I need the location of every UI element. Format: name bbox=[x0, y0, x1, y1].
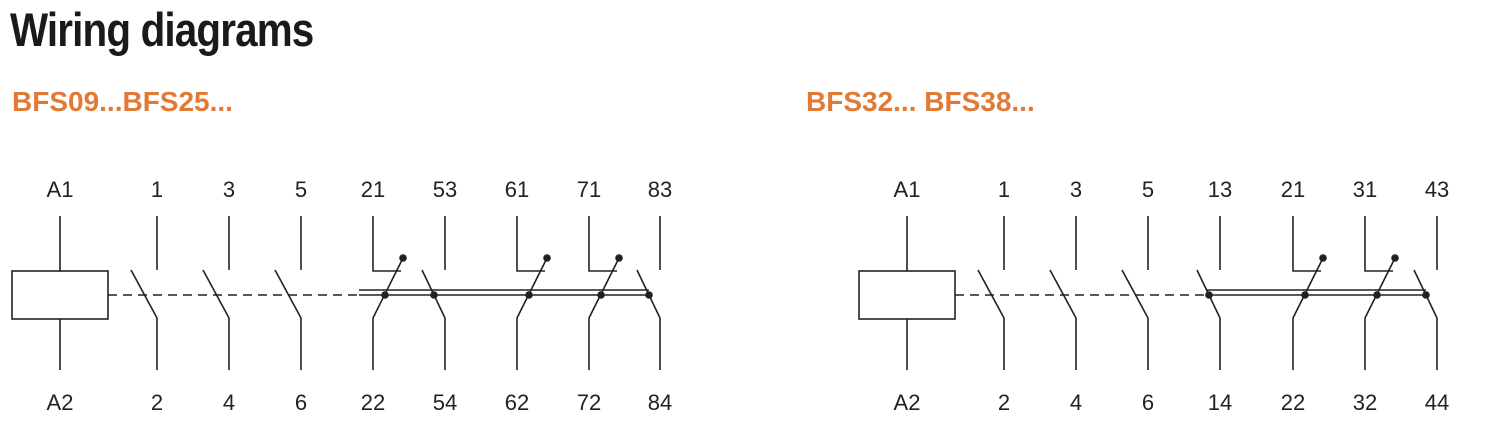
page-title: Wiring diagrams bbox=[10, 3, 314, 56]
contact-blade bbox=[202, 269, 230, 319]
contact-blade bbox=[1292, 257, 1324, 319]
link-point-dot bbox=[525, 291, 533, 299]
contact-31-32: 31 32 bbox=[1353, 177, 1399, 415]
contact-53-54: 53 54 bbox=[421, 177, 457, 415]
contact-83-84: 83 84 bbox=[636, 177, 672, 415]
contact-3-4: 34 bbox=[202, 177, 235, 415]
terminal-label-53: 53 bbox=[433, 177, 457, 202]
terminal-label-6: 6 bbox=[295, 390, 307, 415]
contact-1-2: 12 bbox=[977, 177, 1010, 415]
coil-bottom-terminal-label: A2 bbox=[47, 390, 74, 415]
diagram-b-subtitle: BFS32... BFS38... bbox=[806, 86, 1035, 117]
contact-blade bbox=[274, 269, 302, 319]
terminal-label-72: 72 bbox=[577, 390, 601, 415]
coil-top-terminal-label: A1 bbox=[894, 177, 921, 202]
contact-blade bbox=[372, 257, 404, 319]
contact-43-44: 43 44 bbox=[1413, 177, 1449, 415]
contact-top-wire-hook bbox=[588, 216, 617, 272]
contact-blade bbox=[516, 257, 548, 319]
terminal-label-3: 3 bbox=[1070, 177, 1082, 202]
link-point-dot bbox=[597, 291, 605, 299]
terminal-label-21: 21 bbox=[1281, 177, 1305, 202]
contact-5-6: 56 bbox=[1121, 177, 1154, 415]
terminal-label-21: 21 bbox=[361, 177, 385, 202]
terminal-label-3: 3 bbox=[223, 177, 235, 202]
contact-71-72: 71 72 bbox=[577, 177, 623, 415]
terminal-label-62: 62 bbox=[505, 390, 529, 415]
terminal-label-22: 22 bbox=[1281, 390, 1305, 415]
contact-3-4: 34 bbox=[1049, 177, 1082, 415]
terminal-label-1: 1 bbox=[151, 177, 163, 202]
terminal-label-43: 43 bbox=[1425, 177, 1449, 202]
terminal-label-14: 14 bbox=[1208, 390, 1232, 415]
terminal-label-54: 54 bbox=[433, 390, 457, 415]
link-point-dot bbox=[1301, 291, 1309, 299]
diagram-a-subtitle: BFS09...BFS25... bbox=[12, 86, 233, 117]
contact-61-62: 61 62 bbox=[505, 177, 551, 415]
contact-blade bbox=[588, 257, 620, 319]
contact-blade bbox=[1121, 269, 1149, 319]
terminal-label-13: 13 bbox=[1208, 177, 1232, 202]
coil-symbol bbox=[858, 270, 956, 320]
link-point-dot bbox=[1205, 291, 1213, 299]
blade-tip-dot bbox=[399, 254, 407, 262]
terminal-label-83: 83 bbox=[648, 177, 672, 202]
terminal-label-6: 6 bbox=[1142, 390, 1154, 415]
blade-tip-dot bbox=[543, 254, 551, 262]
link-point-dot bbox=[1373, 291, 1381, 299]
terminal-label-32: 32 bbox=[1353, 390, 1377, 415]
link-point-dot bbox=[1422, 291, 1430, 299]
terminal-label-5: 5 bbox=[1142, 177, 1154, 202]
contact-blade bbox=[1049, 269, 1077, 319]
contact-top-wire-hook bbox=[1364, 216, 1393, 272]
link-point-dot bbox=[645, 291, 653, 299]
terminal-label-5: 5 bbox=[295, 177, 307, 202]
terminal-label-2: 2 bbox=[998, 390, 1010, 415]
terminal-label-44: 44 bbox=[1425, 390, 1449, 415]
contact-21-22: 21 22 bbox=[361, 177, 407, 415]
contact-blade bbox=[1364, 257, 1396, 319]
contact-top-wire-hook bbox=[516, 216, 545, 272]
contact-21-22: 21 22 bbox=[1281, 177, 1327, 415]
terminal-label-4: 4 bbox=[223, 390, 235, 415]
terminal-label-2: 2 bbox=[151, 390, 163, 415]
blade-tip-dot bbox=[1319, 254, 1327, 262]
terminal-label-61: 61 bbox=[505, 177, 529, 202]
contact-13-14: 13 14 bbox=[1196, 177, 1232, 415]
contact-1-2: 12 bbox=[130, 177, 163, 415]
coil-symbol bbox=[11, 270, 109, 320]
contact-top-wire-hook bbox=[372, 216, 401, 272]
coil-top-terminal-label: A1 bbox=[47, 177, 74, 202]
terminal-label-84: 84 bbox=[648, 390, 672, 415]
link-point-dot bbox=[430, 291, 438, 299]
blade-tip-dot bbox=[1391, 254, 1399, 262]
terminal-label-31: 31 bbox=[1353, 177, 1377, 202]
contact-top-wire-hook bbox=[1292, 216, 1321, 272]
blade-tip-dot bbox=[615, 254, 623, 262]
terminal-label-1: 1 bbox=[998, 177, 1010, 202]
contact-blade bbox=[130, 269, 158, 319]
terminal-label-71: 71 bbox=[577, 177, 601, 202]
contact-5-6: 56 bbox=[274, 177, 307, 415]
terminal-label-4: 4 bbox=[1070, 390, 1082, 415]
contact-blade bbox=[977, 269, 1005, 319]
link-point-dot bbox=[381, 291, 389, 299]
terminal-label-22: 22 bbox=[361, 390, 385, 415]
coil-bottom-terminal-label: A2 bbox=[894, 390, 921, 415]
